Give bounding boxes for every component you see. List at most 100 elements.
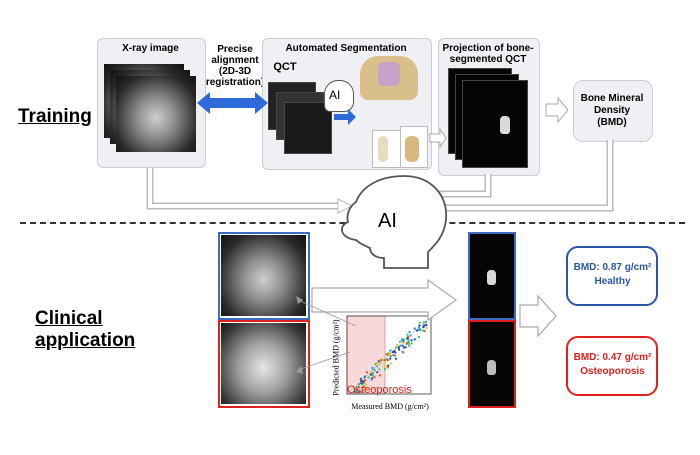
xray-to-ai-line: [146, 168, 340, 210]
scatter-point: [389, 355, 392, 358]
scatter-point: [379, 359, 382, 362]
scatter-point: [419, 328, 422, 332]
scatter-point: [364, 375, 367, 378]
scatter-point: [365, 371, 369, 374]
scatter-point: [387, 364, 390, 367]
qct-slice-3: [284, 102, 332, 154]
scatter-point: [407, 339, 410, 342]
healthy-projection-femur: [487, 270, 496, 285]
scatter-point: [355, 390, 358, 394]
scatter-point: [381, 358, 385, 361]
scatter-point: [370, 373, 373, 376]
scatter-point: [357, 390, 360, 394]
scatter-region-label: Osteoporosis: [347, 384, 412, 396]
scatter-point: [408, 331, 411, 334]
scatter-point: [383, 361, 386, 364]
scatter-point: [418, 324, 421, 327]
scatter-point: [398, 340, 401, 343]
scatter-point: [362, 380, 365, 383]
clinical-title-line2: application: [35, 330, 136, 351]
scatter-point: [387, 359, 390, 362]
ai-to-model-arrow: [334, 109, 356, 125]
scatter-point: [365, 383, 368, 386]
scatter-point: [424, 321, 428, 324]
bmd-box-line1: Bone Mineral: [580, 93, 644, 104]
bone-card-1: [372, 130, 402, 168]
segmentation-title: Automated Segmentation: [285, 43, 407, 54]
scatter-point: [371, 371, 375, 374]
scatter-point: [398, 348, 401, 351]
healthy-result-box: [566, 246, 658, 306]
osteo-projection-femur: [487, 360, 496, 375]
scatter-point: [364, 379, 367, 382]
osteo-label: Osteoporosis: [580, 366, 645, 377]
clinical-title-line1: Clinical: [35, 308, 103, 329]
scatter-point: [400, 339, 404, 342]
scatter-point: [410, 339, 413, 342]
scatter-point: [417, 336, 420, 339]
clinical-result-arrow: [519, 294, 557, 338]
projection-title-line2: segmented QCT: [449, 54, 527, 65]
scatter-point: [389, 352, 392, 355]
scatter-point: [391, 351, 395, 354]
scatter-point: [383, 364, 386, 368]
scatter-point: [370, 378, 373, 381]
osteo-result-box: [566, 336, 658, 396]
osteoporosis-region: [346, 315, 386, 395]
scatter-point: [406, 333, 409, 336]
xray-image: [116, 76, 196, 152]
scatter-point: [389, 362, 392, 365]
bmd-box-line2: Density: [593, 105, 631, 116]
ai-head-outline: [341, 175, 447, 269]
scatter-point: [413, 327, 416, 330]
xray-title: X-ray image: [122, 43, 179, 54]
scatter-point: [422, 329, 425, 332]
scatter-point: [359, 390, 362, 394]
segmentation-to-projection-arrow: [429, 127, 447, 149]
scatter-point: [422, 321, 425, 324]
scatter-point: [376, 365, 379, 368]
projection-femur: [500, 116, 510, 134]
projection-title-line1: Projection of bone-: [442, 43, 534, 54]
scatter-point: [402, 341, 405, 344]
bmd-box-line3: (BMD): [597, 117, 627, 128]
scatter-point: [418, 321, 421, 324]
healthy-bmd-value: BMD: 0.87 g/cm²: [573, 262, 652, 273]
osteo-bmd-value: BMD: 0.47 g/cm²: [573, 352, 652, 363]
plot-frame: [346, 315, 432, 395]
scatter-point: [401, 344, 404, 347]
scatter-point: [417, 326, 421, 329]
bmd-box: [573, 80, 653, 142]
scatter-xlabel: Measured BMD (g/cm²): [351, 402, 429, 411]
healthy-link-line: [297, 299, 357, 327]
scatter-point: [404, 346, 407, 349]
scatter-point: [406, 341, 409, 344]
scatter-point: [373, 369, 376, 372]
alignment-line1: Precise: [217, 44, 253, 55]
scatter-point: [393, 354, 397, 357]
scatter-point: [408, 344, 411, 348]
scatter-point: [389, 349, 392, 352]
scatter-point: [378, 362, 381, 365]
scatter-point: [396, 344, 399, 347]
scatter-point: [374, 363, 377, 366]
scatter-point: [367, 376, 370, 379]
scatter-point: [362, 388, 365, 392]
femur-model-1: [378, 136, 388, 162]
osteo-xray: [221, 323, 306, 404]
femur-model-2: [405, 136, 419, 162]
healthy-label: Healthy: [594, 276, 631, 287]
ai-small-label: AI: [329, 88, 341, 102]
scatter-point: [372, 374, 375, 378]
osteo-link-line: [297, 351, 351, 371]
osteo-xray-frame: [218, 320, 310, 408]
scatter-point: [354, 388, 357, 391]
alignment-double-arrow: [197, 92, 268, 114]
projection-to-bmd-arrow: [545, 96, 569, 124]
scatter-point: [378, 374, 382, 377]
scatter-point: [383, 368, 387, 371]
scatter-point: [406, 337, 409, 340]
scatter-point: [357, 385, 360, 388]
healthy-xray-frame: [218, 232, 310, 320]
